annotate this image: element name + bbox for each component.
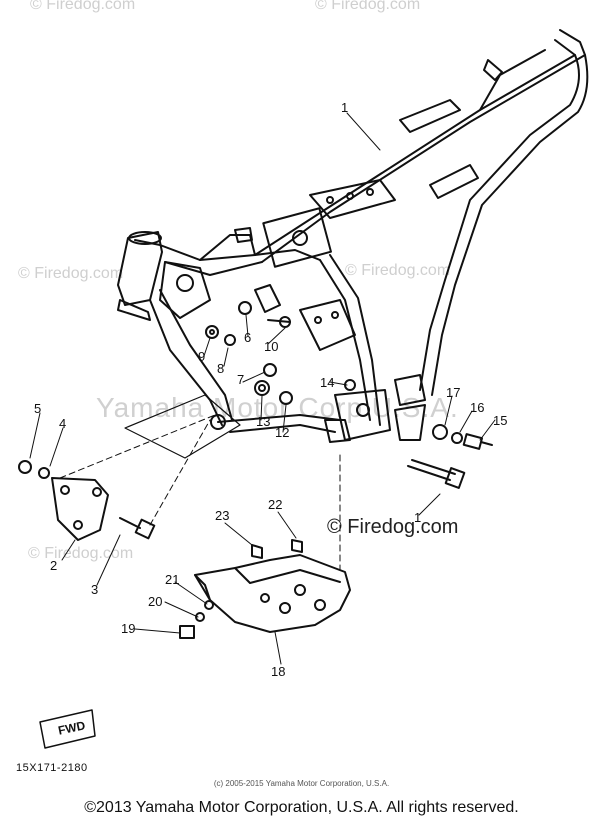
- guard-bracket: [18, 414, 216, 541]
- callout-4-left: 4: [59, 416, 67, 431]
- callout-9: 9: [198, 349, 206, 364]
- callout-13: 13: [256, 414, 271, 429]
- callout-20: 20: [148, 594, 163, 609]
- main-frame: [117, 29, 589, 443]
- skid-plate: [179, 454, 351, 639]
- callout-1-pivot: 1: [414, 510, 422, 525]
- callout-5: 5: [34, 401, 42, 416]
- copyright-notice: ©2013 Yamaha Motor Corporation, U.S.A. A…: [84, 799, 519, 816]
- callout-10: 10: [264, 339, 279, 354]
- callout-14: 14: [320, 375, 335, 390]
- callout-16: 16: [470, 400, 485, 415]
- callout-22: 22: [268, 497, 283, 512]
- callout-17: 17: [446, 385, 461, 400]
- callout-6: 6: [244, 330, 252, 345]
- callout-7: 7: [237, 372, 245, 387]
- callout-12: 12: [275, 425, 290, 440]
- callout-19: 19: [121, 621, 136, 636]
- firedog-brand: © Firedog.com: [327, 516, 459, 538]
- watermark-top-left: © Firedog.com: [30, 0, 136, 13]
- fwd-arrow-icon: [39, 709, 96, 749]
- leader-lines: [29, 112, 496, 665]
- callout-3: 3: [91, 582, 99, 597]
- callout-1-frame: 1: [341, 100, 349, 115]
- watermark-left: © Firedog.com: [18, 265, 124, 282]
- callout-21: 21: [165, 572, 180, 587]
- watermark-center: © Firedog.com: [345, 262, 451, 279]
- watermark-top-right: © Firedog.com: [315, 0, 421, 13]
- watermark-lower-left: © Firedog.com: [28, 545, 134, 562]
- source-note: (c) 2005-2015 Yamaha Motor Corporation, …: [213, 779, 390, 788]
- part-code: 15X171-2180: [16, 762, 88, 774]
- callout-2: 2: [50, 558, 58, 573]
- callout-23: 23: [215, 508, 230, 523]
- callout-18: 18: [271, 664, 286, 679]
- pivot-bolt-assembly: [407, 424, 493, 489]
- shading-area: [124, 394, 241, 459]
- callout-15: 15: [493, 413, 508, 428]
- callout-8: 8: [217, 361, 225, 376]
